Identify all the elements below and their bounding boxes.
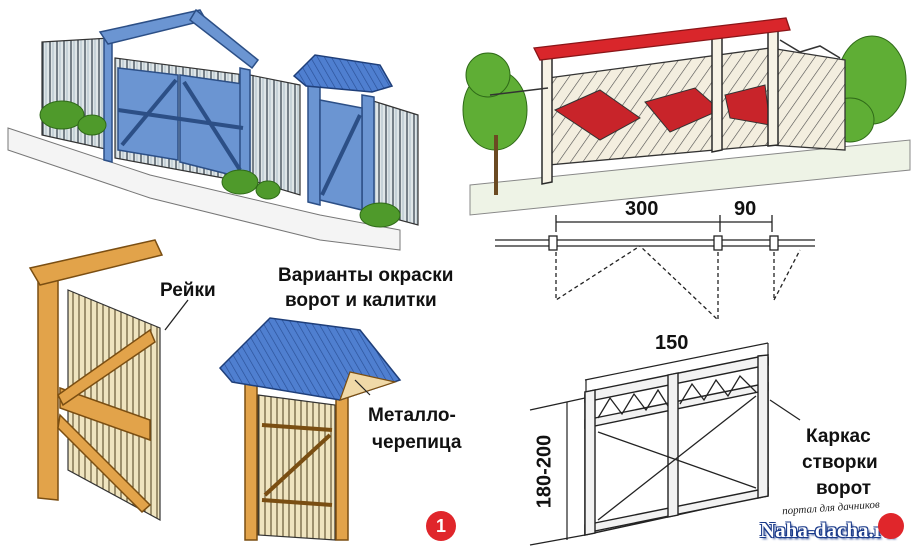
metal-tile-label-2: черепица: [372, 432, 462, 453]
leaf-width-dimension: 150: [655, 332, 689, 354]
rails-label: Рейки: [160, 280, 216, 301]
metal-tile-label-1: Металло-: [368, 405, 456, 426]
wooden-gate-scene: [28, 239, 189, 522]
wicket-width-dimension: 90: [734, 198, 757, 220]
title-line-1: Варианты окраски: [278, 265, 454, 286]
gate-frame-drawing: [529, 342, 801, 546]
watermark-dot: [878, 513, 904, 539]
gate-plan-drawing: [495, 215, 815, 322]
leaf-height-dimension: 180-200: [533, 434, 556, 509]
frame-label-3: ворот: [816, 478, 872, 499]
watermark-site: Naha-dacha.ru: [760, 518, 895, 542]
figure-number-badge: 1: [426, 511, 456, 541]
fence-gate-scene: [7, 8, 419, 251]
title-line-2: ворот и калитки: [285, 290, 437, 311]
frame-label-2: створки: [802, 452, 878, 473]
wide-gate-scene: [462, 17, 911, 216]
frame-label-1: Каркас: [806, 426, 871, 447]
gate-width-dimension: 300: [625, 198, 659, 220]
wicket-scene: [218, 317, 402, 541]
